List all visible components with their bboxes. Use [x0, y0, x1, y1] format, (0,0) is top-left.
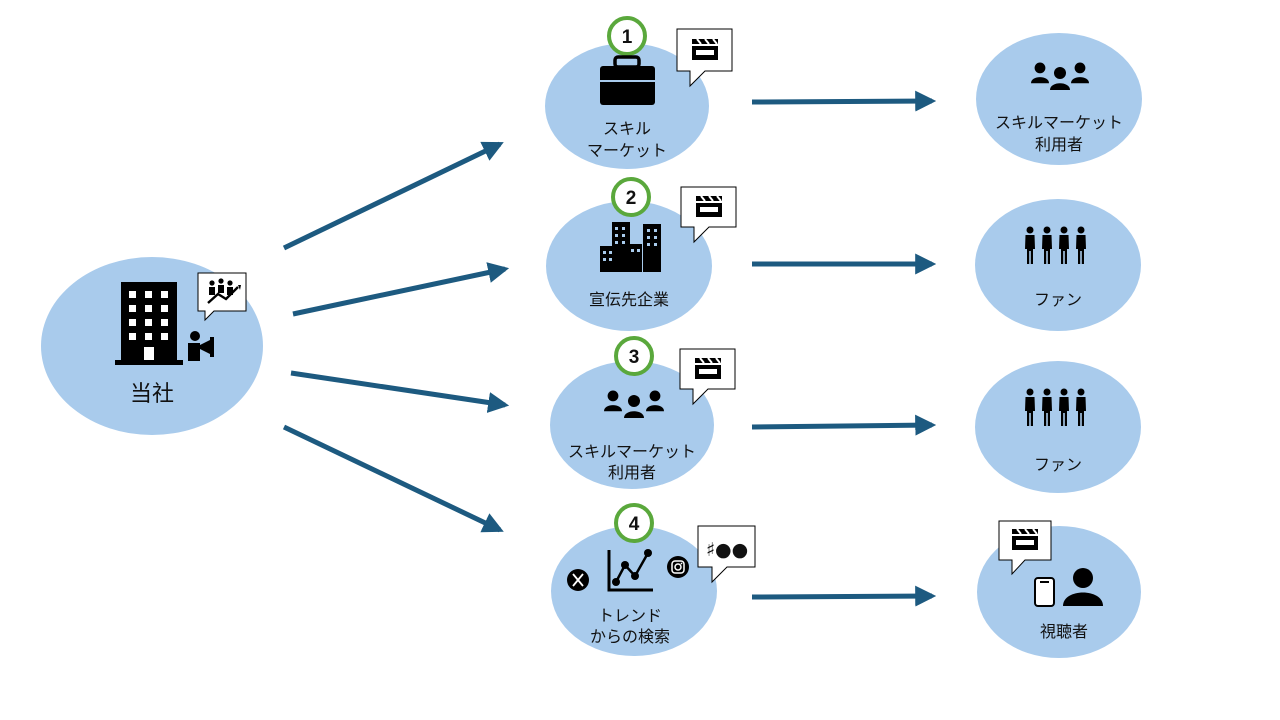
x-logo-icon — [567, 569, 589, 591]
channel-3-badge — [614, 336, 654, 376]
audience-1-label-line-2: 利用者 — [1035, 135, 1083, 154]
growth-chart-people-icon — [197, 272, 247, 322]
audience-node-1: スキルマーケット 利用者 — [976, 33, 1142, 165]
channel-2-number: 2 — [626, 188, 637, 209]
channel-2-label-line-1: 宣伝先企業 — [589, 290, 669, 309]
source-node: 当社 — [41, 257, 263, 435]
briefcase-icon — [600, 55, 655, 105]
hashtag-bubble: ♯●● — [697, 525, 756, 584]
clapperboard-icon — [695, 195, 723, 218]
arrow-to-channel-4 — [282, 424, 504, 533]
channel-4-label-line-1: トレンド — [598, 606, 662, 625]
clapperboard-bubble — [679, 348, 736, 406]
audience-node-3: ファン — [975, 361, 1141, 493]
channel-1-label-line-1: スキル — [603, 119, 651, 138]
channel-4-badge — [614, 503, 654, 543]
arrows — [282, 90, 937, 607]
channel-1-label-line-2: マーケット — [587, 141, 667, 160]
megaphone-person-icon — [188, 331, 214, 361]
audience-2-label: ファン — [1034, 290, 1082, 309]
office-building-icon — [115, 282, 183, 365]
audience-3-label: ファン — [1034, 455, 1082, 474]
arrow-to-channel-2 — [292, 262, 510, 317]
hashtag-bubble-text: ♯●● — [706, 539, 748, 561]
source-label: 当社 — [130, 382, 174, 407]
channel-2-badge — [611, 177, 651, 217]
channel-node-1: 1 スキル マーケット — [545, 16, 733, 169]
clapperboard-bubble — [680, 186, 737, 244]
audience-1-label-line-1: スキルマーケット — [995, 113, 1123, 132]
arrow-channel-1-to-audience-1 — [751, 90, 937, 112]
arrow-channel-4-to-audience-4 — [751, 585, 937, 607]
arrow-to-channel-1 — [282, 141, 504, 251]
arrow-channel-3-to-audience-3 — [751, 414, 937, 436]
channel-3-label-line-2: 利用者 — [608, 463, 656, 482]
arrow-to-channel-3 — [290, 370, 510, 413]
city-buildings-icon — [600, 222, 661, 272]
clapperboard-bubble — [998, 520, 1052, 576]
channel-node-4: 4 ♯●● トレンド からの検索 — [551, 503, 756, 656]
channel-3-number: 3 — [629, 347, 640, 368]
channel-4-label-line-2: からの検索 — [590, 627, 670, 646]
channel-1-number: 1 — [622, 27, 633, 48]
clapperboard-icon — [1011, 528, 1039, 551]
viewer-phone-icon — [1034, 568, 1103, 607]
trend-chart-icon — [607, 549, 653, 592]
channel-3-label-line-1: スキルマーケット — [568, 442, 696, 461]
clapperboard-bubble — [676, 28, 733, 88]
instagram-icon — [667, 556, 689, 578]
audience-4-label: 視聴者 — [1040, 622, 1088, 641]
clapperboard-icon — [694, 357, 722, 380]
channel-1-badge — [607, 16, 647, 56]
audience-node-2: ファン — [975, 199, 1141, 331]
audience-node-4: 視聴者 — [977, 520, 1141, 658]
clapperboard-icon — [691, 38, 719, 61]
channel-4-number: 4 — [629, 514, 640, 535]
channel-node-3: 3 スキルマーケット 利用者 — [550, 336, 736, 489]
channel-node-2: 2 宣伝先企業 — [546, 177, 737, 331]
